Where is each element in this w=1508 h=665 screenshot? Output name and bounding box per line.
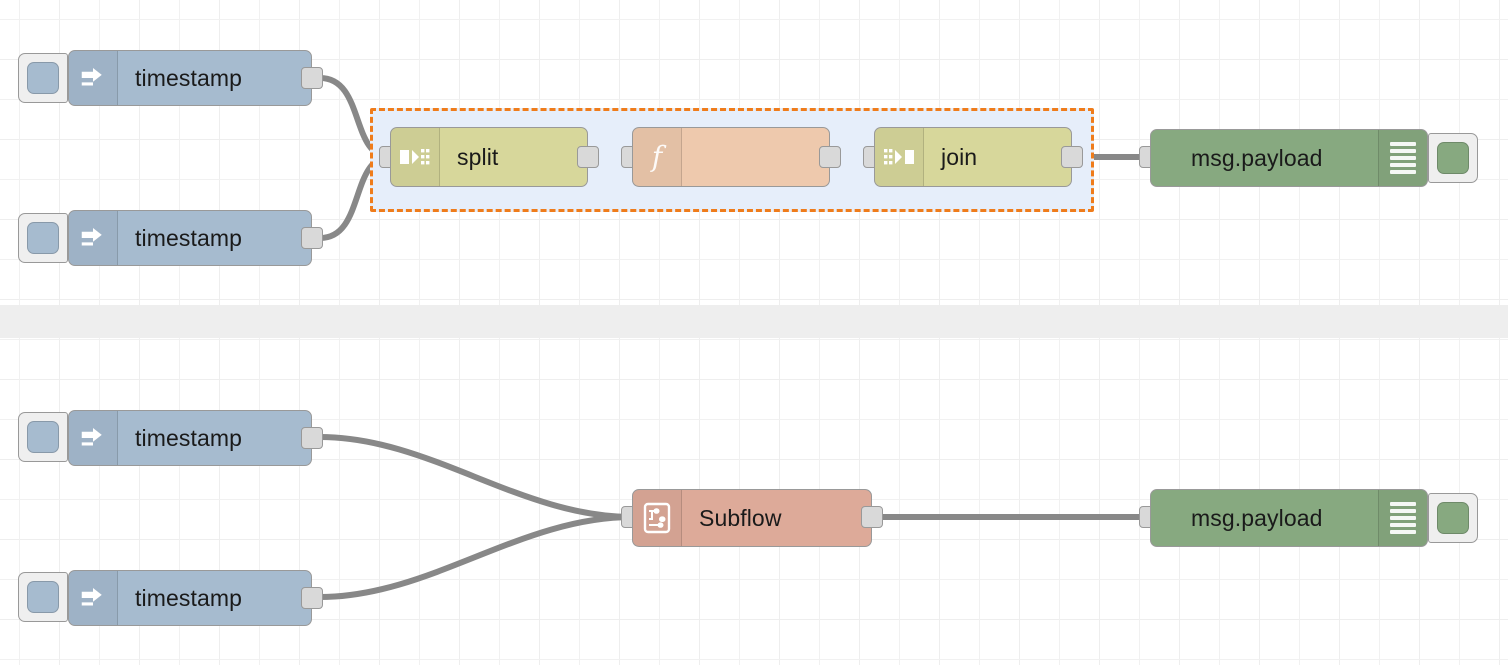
- inject-button-pill: [27, 222, 59, 254]
- node-label: msg.payload: [1191, 504, 1323, 531]
- subflow-icon: [633, 490, 682, 546]
- node-inject-2[interactable]: timestamp: [68, 210, 312, 266]
- wire-inject3-to-subflow: [317, 434, 635, 520]
- inject-arrow-icon: [69, 51, 118, 105]
- flow-separator-band: [0, 305, 1508, 338]
- debug-toggle-pill: [1437, 142, 1469, 174]
- node-inject-1[interactable]: timestamp: [68, 50, 312, 106]
- node-inject-3[interactable]: timestamp: [68, 410, 312, 466]
- node-inject-4[interactable]: timestamp: [68, 570, 312, 626]
- debug-bars-glyph: [1390, 142, 1416, 174]
- inject-button[interactable]: [18, 572, 68, 622]
- node-label: [682, 128, 829, 186]
- port-output[interactable]: [301, 427, 323, 449]
- debug-bars-icon: [1378, 490, 1427, 546]
- debug-toggle-button[interactable]: [1428, 133, 1478, 183]
- inject-button-pill: [27, 581, 59, 613]
- node-label: timestamp: [135, 424, 242, 451]
- node-function[interactable]: f: [632, 127, 830, 187]
- port-output[interactable]: [301, 67, 323, 89]
- inject-arrow-icon: [69, 571, 118, 625]
- node-debug-top[interactable]: msg.payload: [1150, 129, 1428, 187]
- inject-button[interactable]: [18, 53, 68, 103]
- port-output[interactable]: [819, 146, 841, 168]
- node-label: timestamp: [135, 584, 242, 611]
- function-f-icon: f: [633, 128, 682, 186]
- node-debug-bottom[interactable]: msg.payload: [1150, 489, 1428, 547]
- port-output[interactable]: [301, 227, 323, 249]
- debug-toggle-pill: [1437, 502, 1469, 534]
- inject-arrow-icon: [69, 411, 118, 465]
- inject-button-pill: [27, 62, 59, 94]
- port-output[interactable]: [1061, 146, 1083, 168]
- inject-button[interactable]: [18, 412, 68, 462]
- node-join[interactable]: join: [874, 127, 1072, 187]
- svg-text:f: f: [650, 140, 667, 173]
- wire-inject4-to-subflow: [317, 514, 635, 600]
- debug-toggle-button[interactable]: [1428, 493, 1478, 543]
- node-subflow[interactable]: Subflow: [632, 489, 872, 547]
- node-label: timestamp: [135, 64, 242, 91]
- port-output[interactable]: [301, 587, 323, 609]
- join-icon: [875, 128, 924, 186]
- node-label: timestamp: [135, 224, 242, 251]
- split-icon: [391, 128, 440, 186]
- node-split[interactable]: split: [390, 127, 588, 187]
- inject-button[interactable]: [18, 213, 68, 263]
- node-label: Subflow: [699, 504, 782, 531]
- inject-button-pill: [27, 421, 59, 453]
- debug-bars-glyph: [1390, 502, 1416, 534]
- node-label: msg.payload: [1191, 144, 1323, 171]
- port-output[interactable]: [577, 146, 599, 168]
- node-label: join: [941, 143, 978, 170]
- node-label: split: [457, 143, 499, 170]
- debug-bars-icon: [1378, 130, 1427, 186]
- inject-arrow-icon: [69, 211, 118, 265]
- port-output[interactable]: [861, 506, 883, 528]
